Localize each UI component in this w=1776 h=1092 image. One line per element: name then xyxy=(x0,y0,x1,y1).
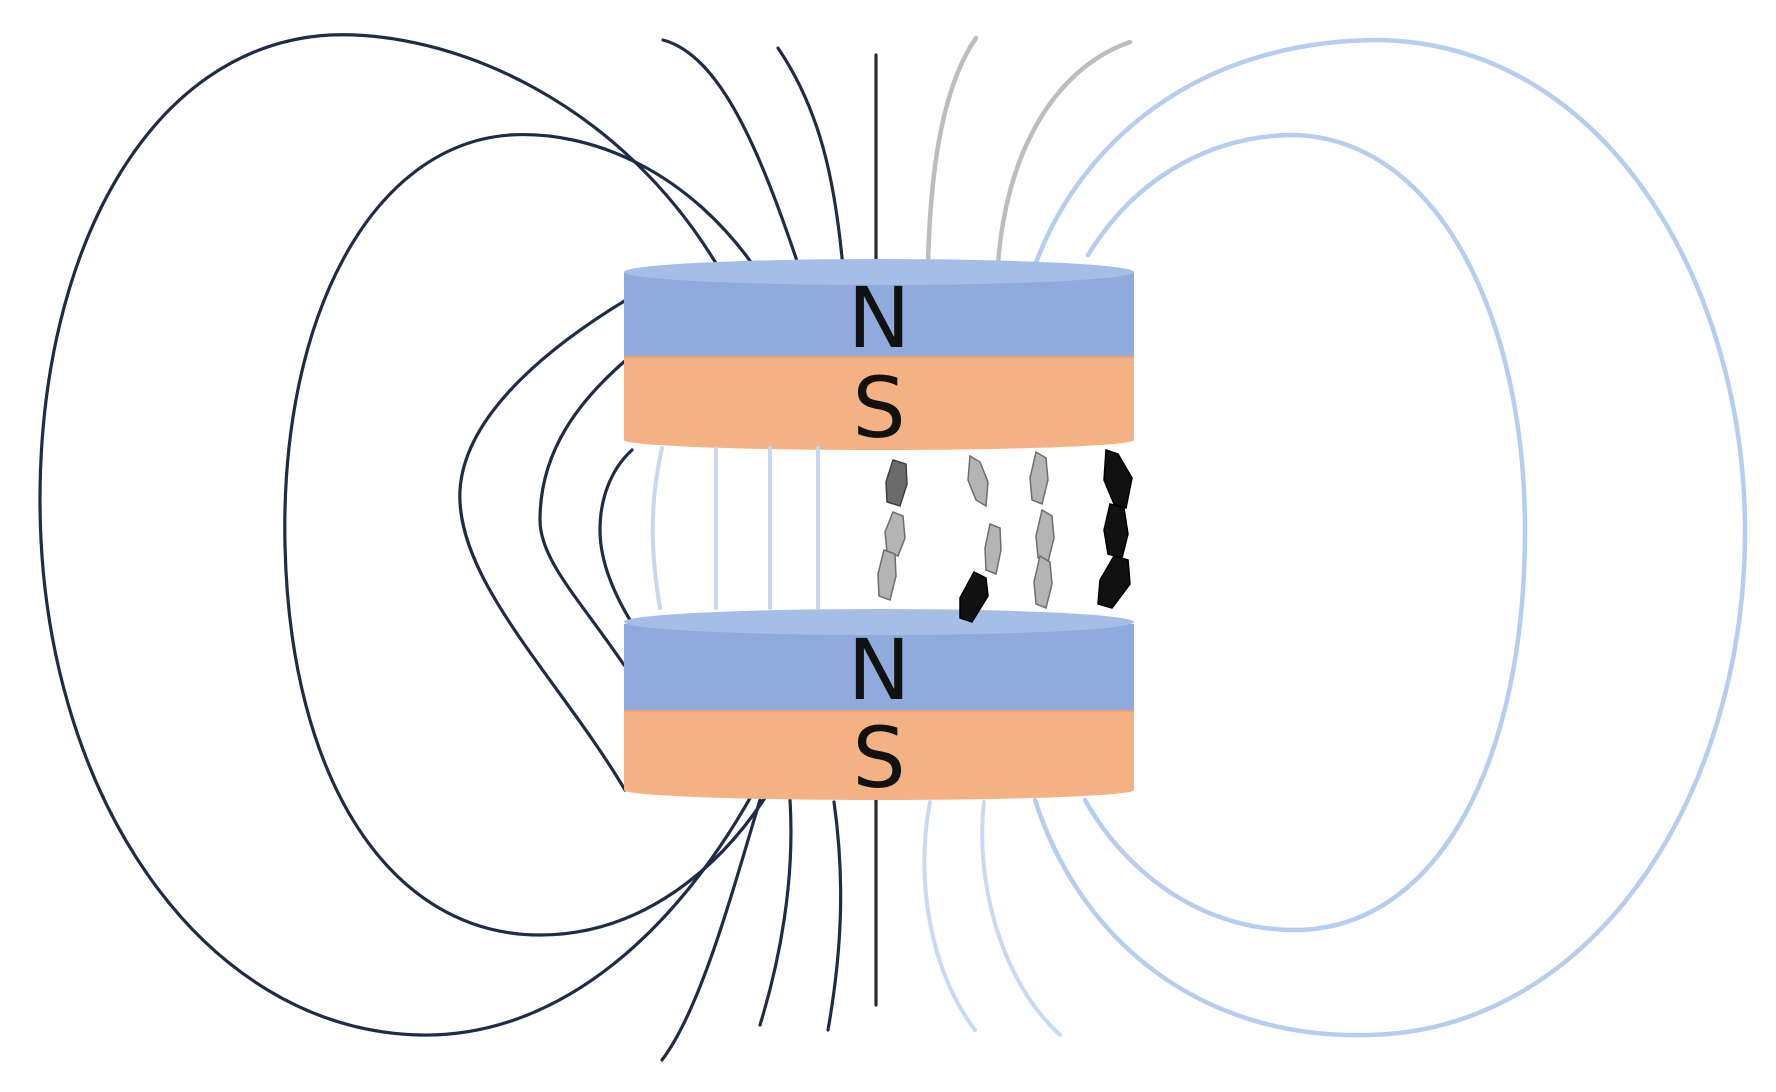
field-line-top-4 xyxy=(925,35,979,268)
magnet-lower-bottom-rim xyxy=(624,780,1134,800)
particle-col4-1 xyxy=(1103,448,1133,509)
field-line-left-bulge-1 xyxy=(458,298,628,792)
field-line-top-5 xyxy=(995,39,1133,268)
gap-field-lines xyxy=(650,446,820,610)
magnet-upper-bottom-rim xyxy=(624,430,1134,450)
particle-col4-2 xyxy=(1103,503,1129,559)
field-line-left-inner-loop xyxy=(283,132,772,937)
magnet-upper: N S xyxy=(624,259,1134,457)
particle-col3-3 xyxy=(1033,554,1053,610)
magnet-upper-north-label: N xyxy=(848,269,911,367)
field-line-left-bulge-3 xyxy=(598,448,634,622)
particle-col3-2 xyxy=(1035,508,1055,564)
magnet-upper-south-label: S xyxy=(852,359,905,457)
field-line-bottom-2 xyxy=(758,798,793,1027)
field-line-right-inner-loop xyxy=(1082,132,1528,933)
field-line-right-outer-loop xyxy=(1031,37,1748,1038)
particle-col2-2 xyxy=(984,522,1002,576)
field-line-top-2 xyxy=(776,46,845,270)
particle-col3-1 xyxy=(1029,450,1049,506)
particle-col1-1 xyxy=(885,459,908,507)
field-line-left-outer-loop xyxy=(38,33,762,1037)
magnet-lower-top-face xyxy=(624,609,1134,635)
magnet-lower: N S xyxy=(624,609,1134,807)
magnet-lower-north-pole xyxy=(624,624,1134,712)
field-line-top-1 xyxy=(661,38,802,272)
gap-field-line-1 xyxy=(650,446,664,610)
magnet-upper-top-face xyxy=(624,259,1134,285)
field-line-bottom-6 xyxy=(980,800,1062,1037)
field-line-bottom-5 xyxy=(922,800,977,1032)
field-line-bottom-1 xyxy=(660,798,762,1062)
magnet-upper-south-pole xyxy=(624,356,1134,440)
field-lines xyxy=(38,33,1748,1062)
particle-col1-2 xyxy=(884,511,906,557)
magnet-lower-south-pole xyxy=(624,710,1134,790)
magnet-lower-south-label: S xyxy=(852,709,905,807)
particle-col4-3 xyxy=(1097,555,1131,609)
particle-col1-3 xyxy=(877,549,897,601)
field-line-left-bulge-2 xyxy=(538,358,628,667)
particle-col2-3 xyxy=(959,571,989,623)
magnet-upper-north-pole xyxy=(624,272,1134,358)
magnetic-particles xyxy=(877,448,1133,623)
magnet-lower-north-label: N xyxy=(848,621,911,719)
particle-col2-1 xyxy=(967,454,989,508)
field-line-bottom-3 xyxy=(826,800,843,1032)
